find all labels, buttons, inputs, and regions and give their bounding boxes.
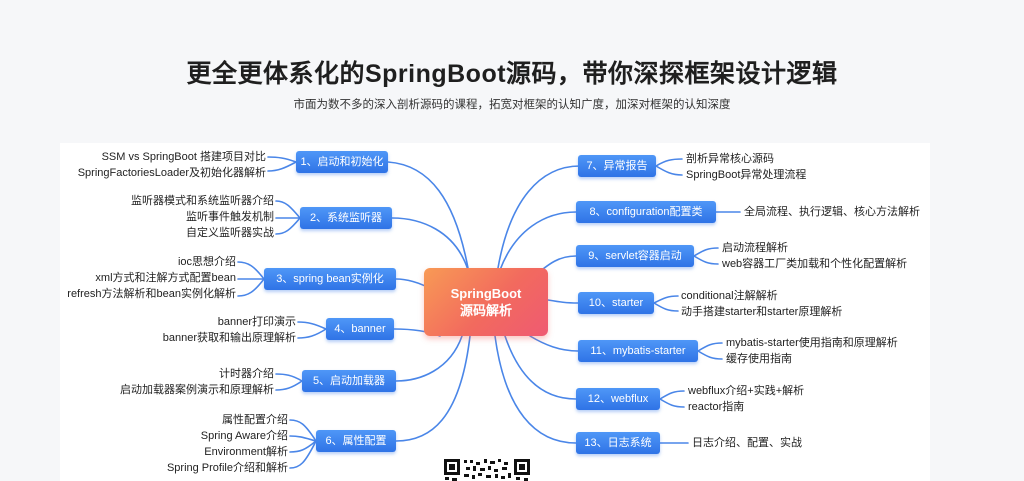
- detail-text: 自定义监听器实战: [186, 227, 274, 239]
- detail-text: 启动加载器案例演示和原理解析: [120, 384, 274, 396]
- detail-text: 日志介绍、配置、实战: [692, 437, 802, 449]
- branch-node-1: 1、启动和初始化: [296, 151, 388, 173]
- page-subtitle: 市面为数不多的深入剖析源码的课程，拓宽对框架的认知广度，加深对框架的认知深度: [293, 99, 731, 111]
- detail-text: 全局流程、执行逻辑、核心方法解析: [744, 206, 920, 218]
- detail-text: SpringFactoriesLoader及初始化器解析: [77, 167, 266, 179]
- center-subtitle: 源码解析: [459, 303, 512, 318]
- detail-text: Spring Profile介绍和解析: [166, 462, 288, 474]
- branch-4-details: banner打印演示 banner获取和输出原理解析: [163, 314, 296, 346]
- branch-node-7: 7、异常报告: [578, 155, 656, 177]
- detail-text: web容器工厂类加载和个性化配置解析: [722, 258, 908, 270]
- branch-node-10: 10、starter: [578, 292, 654, 314]
- detail-text: reactor指南: [688, 401, 745, 413]
- detail-text: banner打印演示: [217, 316, 296, 328]
- branch-6-details: 属性配置介绍 Spring Aware介绍 Environment解析 Spri…: [167, 412, 288, 476]
- branch-2-details: 监听器模式和系统监听器介绍 监听事件触发机制 自定义监听器实战: [131, 193, 274, 241]
- center-title: SpringBoot: [450, 286, 522, 301]
- detail-text: 剖析异常核心源码: [686, 153, 774, 165]
- branch-node-2: 2、系统监听器: [300, 207, 392, 229]
- detail-text: refresh方法解析和bean实例化解析: [67, 288, 236, 300]
- branch-10-details: conditional注解解析 动手搭建starter和starter原理解析: [681, 288, 842, 320]
- branch-11-details: mybatis-starter使用指南和原理解析 缓存使用指南: [726, 335, 898, 367]
- branch-node-13: 13、日志系统: [576, 432, 660, 454]
- detail-text: Spring Aware介绍: [200, 430, 288, 442]
- detail-text: 缓存使用指南: [726, 353, 792, 365]
- detail-text: banner获取和输出原理解析: [162, 332, 296, 344]
- branch-1-details: SSM vs SpringBoot 搭建项目对比 SpringFactories…: [78, 149, 266, 181]
- qr-code-icon: [442, 458, 532, 481]
- branch-node-5: 5、启动加载器: [302, 370, 396, 392]
- branch-node-12: 12、webflux: [576, 388, 660, 410]
- center-node: SpringBoot 源码解析: [424, 268, 548, 336]
- branch-node-6: 6、属性配置: [316, 430, 396, 452]
- detail-text: mybatis-starter使用指南和原理解析: [726, 337, 898, 349]
- branch-12-details: webflux介绍+实践+解析 reactor指南: [688, 383, 804, 415]
- branch-7-details: 剖析异常核心源码 SpringBoot异常处理流程: [686, 151, 806, 183]
- detail-text: 计时器介绍: [219, 368, 274, 380]
- detail-text: conditional注解解析: [681, 290, 778, 302]
- detail-text: 启动流程解析: [722, 242, 788, 254]
- branch-node-9: 9、servlet容器启动: [576, 245, 694, 267]
- detail-text: 监听器模式和系统监听器介绍: [131, 195, 274, 207]
- detail-text: SpringBoot异常处理流程: [686, 169, 807, 181]
- branch-node-8: 8、configuration配置类: [576, 201, 716, 223]
- detail-text: 监听事件触发机制: [186, 211, 274, 223]
- detail-text: SSM vs SpringBoot 搭建项目对比: [101, 151, 266, 163]
- branch-3-details: ioc思想介绍 xml方式和注解方式配置bean refresh方法解析和bea…: [67, 254, 236, 302]
- branch-8-details: 全局流程、执行逻辑、核心方法解析: [744, 204, 920, 220]
- branch-13-details: 日志介绍、配置、实战: [692, 435, 802, 451]
- branch-node-4: 4、banner: [326, 318, 394, 340]
- detail-text: Environment解析: [204, 446, 288, 458]
- branch-9-details: 启动流程解析 web容器工厂类加载和个性化配置解析: [722, 240, 907, 272]
- detail-text: xml方式和注解方式配置bean: [95, 272, 236, 284]
- detail-text: webflux介绍+实践+解析: [688, 385, 805, 397]
- branch-node-11: 11、mybatis-starter: [578, 340, 698, 362]
- detail-text: 动手搭建starter和starter原理解析: [681, 306, 843, 318]
- detail-text: ioc思想介绍: [177, 256, 236, 268]
- branch-5-details: 计时器介绍 启动加载器案例演示和原理解析: [120, 366, 274, 398]
- page-title: 更全更体系化的SpringBoot源码，带你深探框架设计逻辑: [186, 60, 838, 88]
- detail-text: 属性配置介绍: [222, 414, 288, 426]
- branch-node-3: 3、spring bean实例化: [264, 268, 396, 290]
